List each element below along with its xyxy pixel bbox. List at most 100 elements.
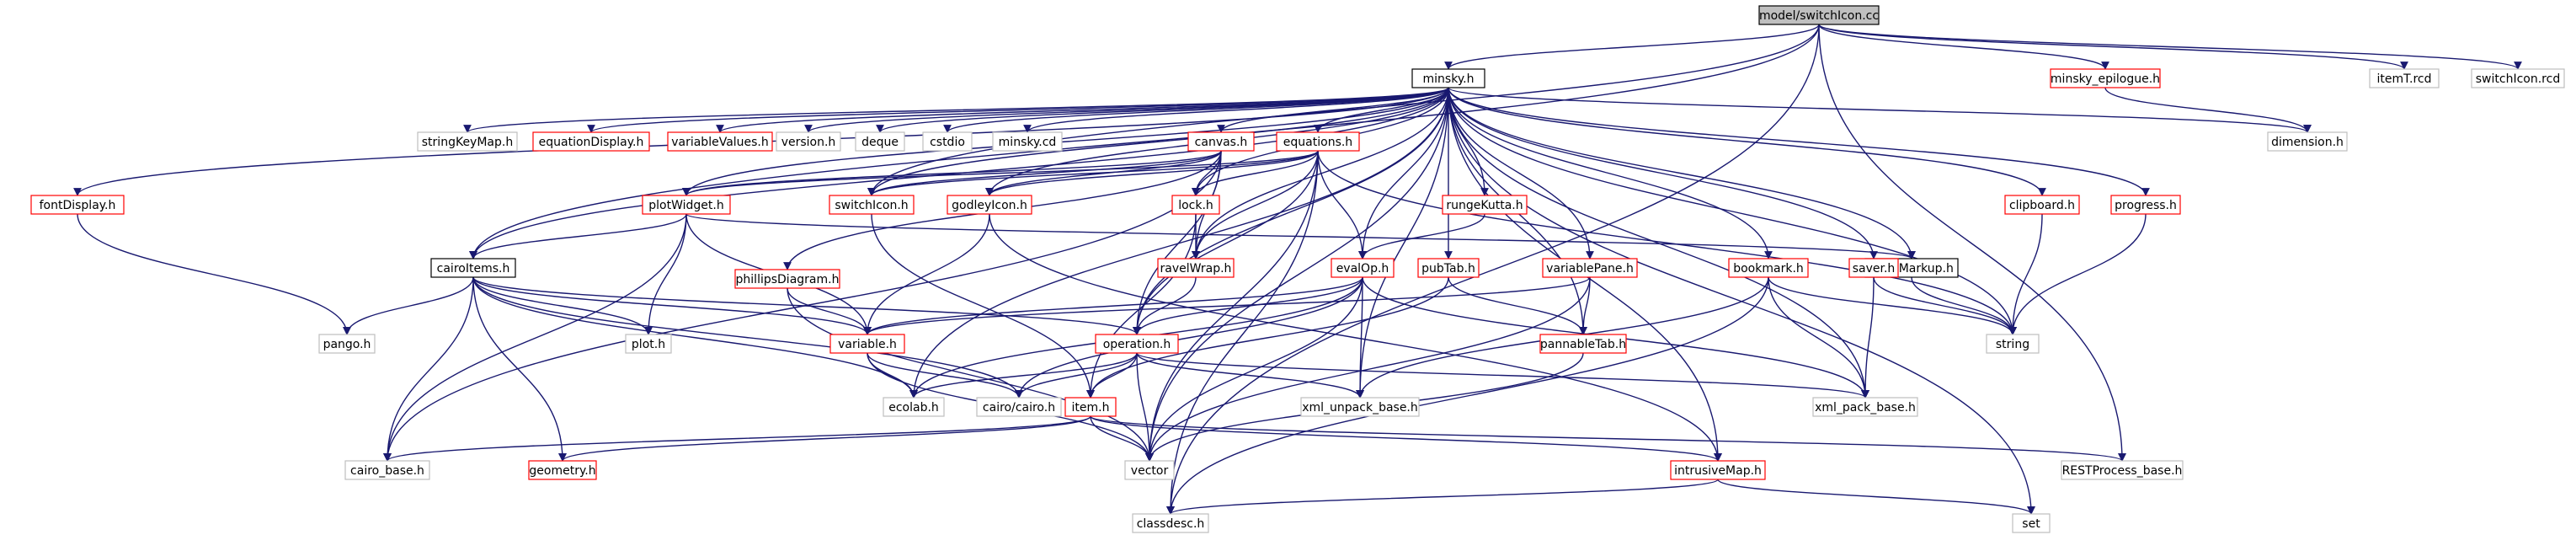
edge-fontdisplay_h-to-pango_h [77, 213, 351, 335]
node-vector[interactable]: vector [1124, 460, 1175, 480]
edge-cairoitems_h-to-pango_h [343, 276, 474, 335]
node-label-variable_h: variable.h [838, 338, 897, 351]
node-string[interactable]: string [1986, 334, 2040, 354]
edge-minsky_h-to-cstdio [943, 87, 1449, 133]
edge-minsky_epilogue_h-to-dimension_h [2104, 87, 2312, 133]
node-plot_h[interactable]: plot.h [625, 334, 672, 354]
node-box-stringkeymap_h [417, 131, 518, 152]
node-box-vector [1124, 460, 1175, 480]
node-ravelwrap_h[interactable]: ravelWrap.h [1157, 258, 1235, 278]
node-stringkeymap_h[interactable]: stringKeyMap.h [417, 131, 518, 152]
edge-minsky_h-to-xml_unpack_base_h [1356, 87, 1449, 399]
node-variablepane_h[interactable]: variablePane.h [1542, 258, 1638, 278]
node-box-cairo_base_h [344, 460, 430, 480]
node-saver_h[interactable]: saver.h [1848, 258, 1899, 278]
node-cairoitems_h[interactable]: cairoItems.h [430, 258, 516, 278]
node-box-set [2012, 513, 2051, 533]
edge-ravelwrap_h-to-operation_h [1133, 276, 1197, 335]
node-xml_unpack_base_h[interactable]: xml_unpack_base.h [1300, 397, 1420, 417]
node-minsky_epilogue_h[interactable]: minsky_epilogue.h [2050, 68, 2161, 88]
node-switchicon_rcd[interactable]: switchIcon.rcd [2471, 68, 2565, 88]
node-box-minsky_cd [992, 131, 1063, 152]
edge-minsky_h-to-vector [1145, 87, 1449, 462]
node-box-evalop_h [1331, 258, 1395, 278]
edge-operation_h-to-xml_unpack_base_h [1136, 352, 1364, 399]
node-variablevalues_h[interactable]: variableValues.h [667, 131, 773, 152]
node-label-ecolab_h: ecolab.h [888, 401, 939, 415]
edge-clipboard_h-to-string [2008, 213, 2043, 335]
node-minsky_h[interactable]: minsky.h [1411, 68, 1485, 88]
edge-rungekutta_h-to-evalop_h [1358, 213, 1485, 259]
node-progress_h[interactable]: progress.h [2110, 195, 2181, 215]
node-dimension_h[interactable]: dimension.h [2267, 131, 2348, 152]
node-operation_h[interactable]: operation.h [1095, 334, 1179, 354]
edge-minsky_h-to-xml_pack_base_h [1448, 87, 1869, 399]
edge-variablepane_h-to-variable_h [863, 276, 1591, 335]
node-classdesc_h[interactable]: classdesc.h [1132, 513, 1209, 533]
node-restprocess_base_h[interactable]: RESTProcess_base.h [2061, 460, 2184, 480]
node-xml_pack_base_h[interactable]: xml_pack_base.h [1812, 397, 1918, 417]
node-geometry_h[interactable]: geometry.h [528, 460, 597, 480]
node-label-evalop_h: evalOp.h [1336, 262, 1389, 276]
node-cairo_base_h[interactable]: cairo_base.h [344, 460, 430, 480]
node-godleyicon_h[interactable]: godleyIcon.h [947, 195, 1032, 215]
node-label-fontdisplay_h: fontDisplay.h [40, 199, 116, 212]
edge-intrusivemap_h-to-set [1717, 479, 2035, 515]
node-variable_h[interactable]: variable.h [829, 334, 905, 354]
edge-equations_h-to-evalop_h [1317, 150, 1367, 259]
node-phillipsdiagram_h[interactable]: phillipsDiagram.h [734, 269, 840, 289]
edge-switchicon_cc-to-switchicon_rcd [1818, 24, 2522, 70]
node-deque[interactable]: deque [855, 131, 905, 152]
node-rungekutta_h[interactable]: rungeKutta.h [1442, 195, 1528, 215]
edge-switchicon_h-to-item_h [871, 213, 1095, 399]
node-switchicon_h[interactable]: switchIcon.h [829, 195, 915, 215]
node-intrusivemap_h[interactable]: intrusiveMap.h [1670, 460, 1766, 480]
node-label-minsky_h: minsky.h [1423, 72, 1475, 86]
edge-equations_h-to-godleyicon_h [985, 150, 1319, 196]
node-canvas_h[interactable]: canvas.h [1187, 131, 1255, 152]
node-minsky_cd[interactable]: minsky.cd [992, 131, 1063, 152]
node-item_h[interactable]: item.h [1064, 397, 1117, 417]
edge-minsky_h-to-variablepane_h [1448, 87, 1594, 259]
node-equationdisplay_h[interactable]: equationDisplay.h [532, 131, 650, 152]
node-fontdisplay_h[interactable]: fontDisplay.h [30, 195, 125, 215]
node-box-switchicon_cc [1758, 5, 1880, 25]
edge-minsky_h-to-ravelwrap_h [1192, 87, 1449, 259]
node-panabletab_h[interactable]: pannableTab.h [1539, 334, 1627, 354]
node-pubtab_h[interactable]: pubTab.h [1417, 258, 1480, 278]
node-bookmark_h[interactable]: bookmark.h [1728, 258, 1809, 278]
edge-canvas_h-to-switchicon_h [867, 150, 1222, 196]
node-switchicon_cc[interactable]: model/switchIcon.cc [1758, 5, 1880, 25]
edge-evalop_h-to-xml_unpack_base_h [1356, 276, 1364, 399]
edge-minsky_h-to-dimension_h [1448, 87, 2312, 133]
edge-item_h-to-geometry_h [558, 415, 1091, 462]
node-version_h[interactable]: version.h [776, 131, 841, 152]
node-ecolab_h[interactable]: ecolab.h [883, 397, 945, 417]
node-cstdio[interactable]: cstdio [922, 131, 973, 152]
node-box-restprocess_base_h [2061, 460, 2184, 480]
node-label-pubtab_h: pubTab.h [1421, 262, 1475, 276]
edge-minsky_h-to-minsky_cd [1023, 87, 1449, 133]
node-equations_h[interactable]: equations.h [1276, 131, 1360, 152]
node-cairo_cairo_h[interactable]: cairo/cairo.h [976, 397, 1062, 417]
edge-intrusivemap_h-to-classdesc_h [1166, 479, 1719, 515]
edge-minsky_h-to-bookmark_h [1448, 87, 1773, 259]
node-set[interactable]: set [2012, 513, 2051, 533]
node-box-rungekutta_h [1442, 195, 1528, 215]
node-clipboard_h[interactable]: clipboard.h [2004, 195, 2080, 215]
edge-minsky_h-to-set [1448, 87, 2035, 515]
edge-switchicon_cc-to-classdesc_h [1166, 24, 1820, 515]
node-label-xml_pack_base_h: xml_pack_base.h [1815, 401, 1916, 415]
node-label-cstdio: cstdio [930, 136, 965, 149]
edge-evalop_h-to-operation_h [1133, 276, 1363, 335]
node-lock_h[interactable]: lock.h [1171, 195, 1220, 215]
node-pango_h[interactable]: pango.h [318, 334, 376, 354]
edge-cairoitems_h-to-cairo_cairo_h [472, 276, 1023, 399]
node-evalop_h[interactable]: evalOp.h [1331, 258, 1395, 278]
edge-minsky_h-to-latexmarkup_h [1448, 87, 1916, 259]
node-itemT_rcd[interactable]: itemT.rcd [2369, 68, 2440, 88]
node-label-plotwidget_h: plotWidget.h [648, 199, 723, 212]
node-box-itemT_rcd [2369, 68, 2440, 88]
node-plotwidget_h[interactable]: plotWidget.h [642, 195, 731, 215]
edge-saver_h-to-string [1873, 276, 2017, 335]
